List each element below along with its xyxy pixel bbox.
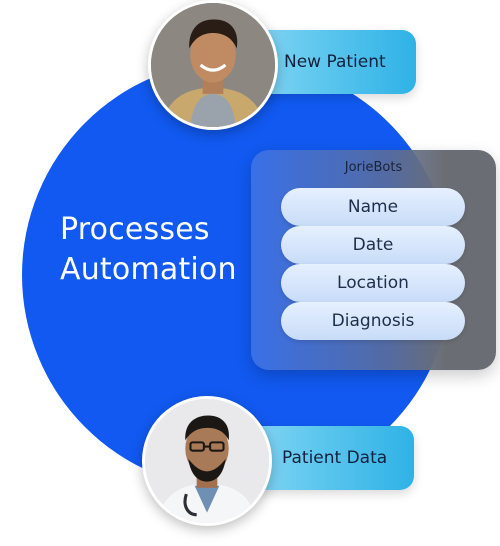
doctor-photo (145, 399, 269, 523)
headline: Processes Automation (60, 210, 237, 290)
new-patient-label: New Patient (284, 52, 386, 72)
patient-data-label: Patient Data (282, 448, 388, 468)
field-name: Name (281, 188, 465, 226)
headline-line-1: Processes (60, 212, 210, 247)
headline-line-2: Automation (60, 252, 237, 287)
panel-title: JorieBots (344, 160, 403, 175)
field-date: Date (281, 226, 465, 264)
joriebots-panel: JorieBots Name Date Location Diagnosis (251, 150, 496, 370)
patient-avatar (148, 0, 278, 130)
patient-photo (151, 3, 275, 127)
doctor-avatar (142, 396, 272, 526)
field-location: Location (281, 264, 465, 302)
field-diagnosis: Diagnosis (281, 302, 465, 340)
